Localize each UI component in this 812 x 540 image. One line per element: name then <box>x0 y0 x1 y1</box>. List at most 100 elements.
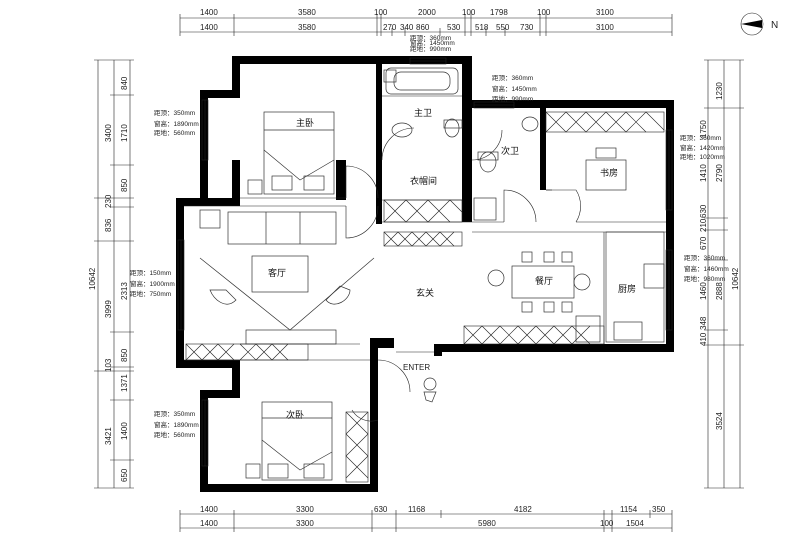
window-note-second-bed: 距顶：350mm 窗高：1890mm 距地：560mm <box>154 410 199 439</box>
bottom-dim-7: 350 <box>652 505 666 514</box>
svg-text:距地：1020mm: 距地：1020mm <box>680 152 725 161</box>
left-dim-in-1: 840 <box>120 76 129 90</box>
partitions <box>184 95 666 361</box>
left-dim-1: 3400 <box>104 124 113 142</box>
left-dim-in-5: 850 <box>120 348 129 362</box>
top-dim2-9: 730 <box>520 23 534 32</box>
right-dimension-lines <box>704 59 744 489</box>
top-dim-8: 3100 <box>596 8 614 17</box>
svg-text:距顶：360mm: 距顶：360mm <box>410 34 451 42</box>
window-note-second-bath: 距顶：360mm 窗高：1450mm 距地：990mm <box>492 74 537 103</box>
left-dim-in-8: 650 <box>120 468 129 482</box>
svg-text:窗高：1890mm: 窗高：1890mm <box>154 420 199 429</box>
right-dim-in-5: 670 <box>699 236 708 250</box>
right-dim-3: 2888 <box>715 282 724 300</box>
window-note-study: 距顶：360mm 窗高：1420mm 距地：1020mm <box>680 134 725 161</box>
top-dim-1: 1400 <box>200 8 218 17</box>
left-dim-in-3: 850 <box>120 178 129 192</box>
bottom-dim2-1: 1400 <box>200 519 218 528</box>
right-dim-in-7: 348 <box>699 316 708 330</box>
top-dim2-6: 530 <box>447 23 461 32</box>
room-second-bath: 次卫 <box>501 145 519 157</box>
doors <box>345 127 581 422</box>
left-dim-in-6: 1371 <box>120 374 129 392</box>
svg-text:距地：560mm: 距地：560mm <box>154 128 195 137</box>
right-dim-1: 1230 <box>715 82 724 100</box>
top-dimension-lines <box>179 14 673 36</box>
window-note-top-bath: 距顶：360mm 窗高：1450mm 距地：990mm <box>410 34 455 53</box>
svg-text:距顶：360mm: 距顶：360mm <box>680 134 721 142</box>
left-dim-2: 230 <box>104 194 113 208</box>
top-dim2-7: 518 <box>475 23 489 32</box>
top-dim-6: 1798 <box>490 8 508 17</box>
right-dim-in-2: 1410 <box>699 164 708 182</box>
top-dim-3: 100 <box>374 8 388 17</box>
svg-text:窗高：1460mm: 窗高：1460mm <box>684 264 729 273</box>
window-note-kitchen: 距顶：360mm 窗高：1460mm 距地：980mm <box>684 254 729 283</box>
bottom-dim2-3: 5980 <box>478 519 496 528</box>
bottom-dimension-lines <box>179 510 673 532</box>
top-dim2-1: 1400 <box>200 23 218 32</box>
svg-text:窗高：1450mm: 窗高：1450mm <box>492 84 537 93</box>
north-label: N <box>771 20 778 31</box>
left-dim-5: 103 <box>104 358 113 372</box>
top-dim-7: 100 <box>537 8 551 17</box>
room-second-bedroom: 次卧 <box>286 409 304 421</box>
svg-text:距地：980mm: 距地：980mm <box>684 274 725 283</box>
svg-text:距地：560mm: 距地：560mm <box>154 430 195 439</box>
top-dim2-3: 270 <box>383 23 397 32</box>
right-total: 10642 <box>731 267 740 290</box>
room-master-bath: 主卫 <box>414 107 432 119</box>
right-dim-in-6: 1460 <box>699 282 708 300</box>
svg-text:距顶：350mm: 距顶：350mm <box>154 410 195 418</box>
right-dim-in-1: 1750 <box>699 120 708 138</box>
left-dim-4: 3999 <box>104 300 113 318</box>
bottom-dim2-4: 100 <box>600 519 614 528</box>
walls <box>176 56 674 492</box>
bottom-dim2-2: 3300 <box>296 519 314 528</box>
bottom-dim-4: 1168 <box>408 505 426 514</box>
top-dim2-8: 550 <box>496 23 510 32</box>
furniture <box>199 67 665 481</box>
svg-text:距地：990mm: 距地：990mm <box>492 94 533 103</box>
left-total: 10642 <box>88 267 97 290</box>
room-living: 客厅 <box>268 267 286 279</box>
window-note-master: 距顶：350mm 窗高：1890mm 距地：560mm <box>154 109 199 137</box>
left-dimension-lines <box>94 59 134 489</box>
right-dim-in-3: 630 <box>699 204 708 218</box>
bottom-dim2-5: 1504 <box>626 519 644 528</box>
svg-text:距顶：150mm: 距顶：150mm <box>130 269 171 277</box>
svg-text:距顶：360mm: 距顶：360mm <box>492 74 533 82</box>
top-dim2-10: 3100 <box>596 23 614 32</box>
top-dim2-5: 860 <box>416 23 430 32</box>
windows <box>177 57 673 467</box>
window-note-living: 距顶：150mm 窗高：1900mm 距地：750mm <box>130 269 175 298</box>
top-dim-2: 3580 <box>298 8 316 17</box>
svg-text:距顶：350mm: 距顶：350mm <box>154 109 195 117</box>
right-dim-in-4: 210 <box>699 218 708 232</box>
room-dining: 餐厅 <box>535 275 553 287</box>
left-dim-3: 836 <box>104 218 113 232</box>
room-walk-in-closet: 衣帽间 <box>410 175 437 187</box>
right-dim-in-8: 410 <box>699 332 708 346</box>
room-study: 书房 <box>600 167 618 179</box>
svg-text:距地：750mm: 距地：750mm <box>130 289 171 298</box>
left-dim-in-2: 1710 <box>120 124 129 142</box>
bottom-dim-3: 630 <box>374 505 388 514</box>
left-dim-in-4: 2313 <box>120 282 129 300</box>
left-dim-in-7: 1400 <box>120 422 129 440</box>
left-dim-6: 3421 <box>104 427 113 445</box>
svg-text:距地：990mm: 距地：990mm <box>410 44 451 53</box>
bottom-dim-5: 4182 <box>514 505 532 514</box>
top-dim2-4: 340 <box>400 23 414 32</box>
north-arrow-icon <box>740 12 764 36</box>
svg-text:窗高：1890mm: 窗高：1890mm <box>154 119 199 128</box>
bottom-dim-2: 3300 <box>296 505 314 514</box>
top-dim-5: 100 <box>462 8 476 17</box>
bottom-dim-6: 1154 <box>620 505 638 514</box>
right-dim-2: 2790 <box>715 164 724 182</box>
svg-text:距顶：360mm: 距顶：360mm <box>684 254 725 262</box>
room-kitchen: 厨房 <box>618 283 636 295</box>
